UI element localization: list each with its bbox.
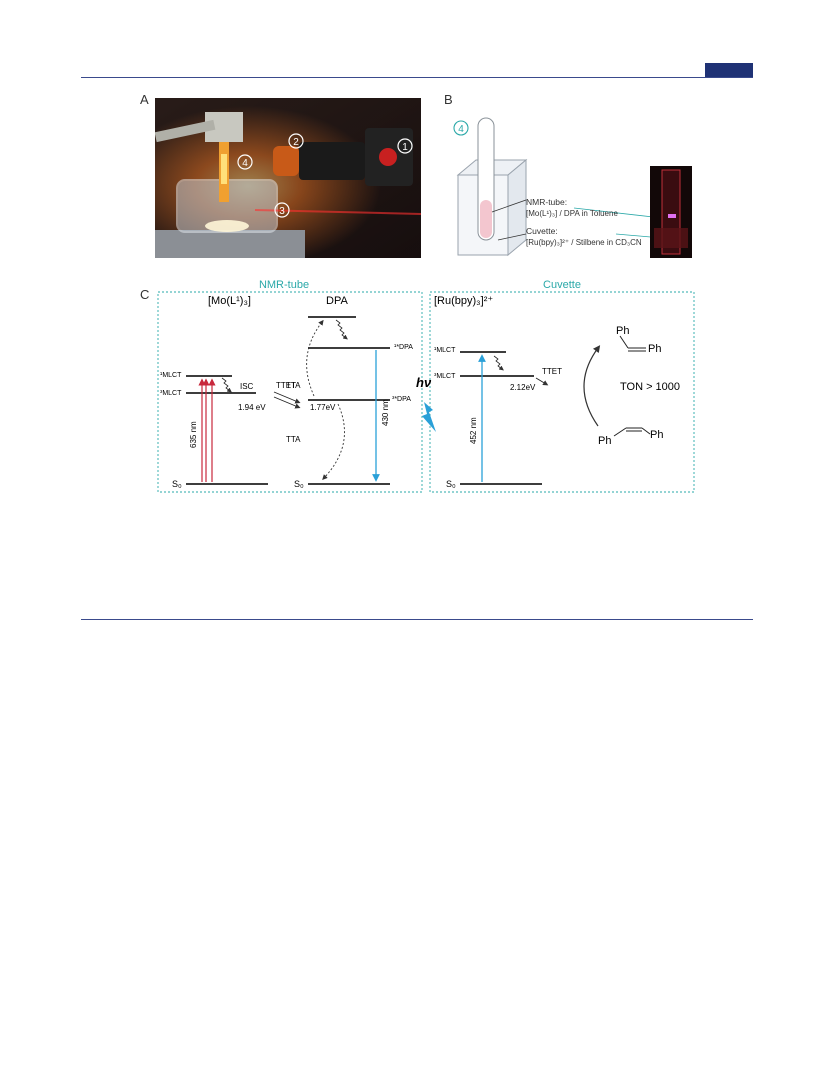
tta-up-arrow bbox=[306, 319, 324, 397]
ttet-left-text: TTET bbox=[276, 381, 296, 390]
ttet-right-arrow bbox=[535, 377, 549, 386]
tta-top-text: TTA bbox=[286, 381, 301, 390]
header-rule bbox=[81, 77, 753, 78]
tta-bottom-text: TTA bbox=[286, 435, 301, 444]
ru-squiggle bbox=[493, 355, 504, 371]
panel-b-marker: 4 bbox=[458, 124, 464, 135]
ru-complex-label: [Ru(bpy)₃]²⁺ bbox=[434, 295, 493, 307]
lightning-icon bbox=[422, 402, 436, 432]
dpa-triplet-text: ³*DPA bbox=[392, 396, 411, 403]
marker-3: 3 bbox=[279, 206, 285, 217]
ru-energy-text: 2.12eV bbox=[510, 383, 536, 392]
ton-text: TON > 1000 bbox=[620, 381, 680, 393]
dpa-energy-text: 1.77eV bbox=[310, 403, 336, 412]
photo-markers bbox=[237, 133, 413, 218]
marker-1: 1 bbox=[402, 142, 408, 153]
photo-setup: 1 2 3 4 bbox=[155, 98, 421, 258]
hv-text: hν bbox=[416, 375, 432, 390]
energy-diagram: NMR-tube Cuvette [Mo(L¹)₃] DPA [Ru(bpy)₃… bbox=[157, 279, 695, 493]
cis-stilbene-structure bbox=[619, 335, 646, 352]
ttet-left-arrow-1 bbox=[273, 391, 301, 404]
cuvette-box bbox=[429, 291, 695, 493]
header-accent-tab bbox=[705, 63, 753, 77]
dpa-squiggle bbox=[335, 319, 348, 340]
ttet-left-arrow-2 bbox=[273, 396, 301, 409]
wl-635-text: 635 nm bbox=[189, 421, 198, 448]
isomerization-arrow bbox=[583, 345, 601, 427]
photo-setup-image: 1 2 3 4 bbox=[155, 98, 421, 258]
panel-b-letter: B bbox=[444, 92, 453, 107]
cis-ph-2: Ph bbox=[648, 343, 661, 355]
mo-1mlct-text: ¹MLCT bbox=[160, 372, 182, 379]
panel-b-cuvette-diagram: 4 NMR-tube: [Mo(L¹)₃] / DPA in Toluene C… bbox=[453, 117, 692, 258]
section-nmr-tube: NMR-tube bbox=[259, 279, 309, 291]
cuvette-title: Cuvette: bbox=[526, 226, 558, 236]
mo-s0-text: S₀ bbox=[172, 479, 182, 489]
nmr-tube-desc: [Mo(L¹)₃] / DPA in Toluene bbox=[526, 209, 618, 218]
wl-452-text: 452 nm bbox=[469, 417, 478, 444]
trans-ph-1: Ph bbox=[598, 435, 611, 447]
ttet-right-text: TTET bbox=[542, 367, 562, 376]
wl-430-text: 430 nm bbox=[381, 399, 390, 426]
ru-3mlct-text: ³MLCT bbox=[434, 373, 456, 380]
trans-stilbene-structure bbox=[613, 427, 651, 437]
trans-ph-2: Ph bbox=[650, 429, 663, 441]
isc-text: ISC bbox=[240, 382, 254, 391]
panel-c-letter: C bbox=[140, 287, 150, 302]
isc-squiggle bbox=[221, 377, 232, 393]
marker-2: 2 bbox=[293, 137, 299, 148]
ru-1mlct-text: ¹MLCT bbox=[434, 347, 456, 354]
marker-4: 4 bbox=[242, 158, 248, 169]
footer-rule bbox=[81, 619, 753, 620]
dpa-singlet-text: ¹*DPA bbox=[394, 344, 413, 351]
mo-complex-label: [Mo(L¹)₃] bbox=[208, 295, 251, 307]
section-cuvette: Cuvette bbox=[543, 279, 581, 291]
dpa-label: DPA bbox=[326, 295, 348, 307]
mo-3mlct-text: ³MLCT bbox=[160, 390, 182, 397]
tta-down-arrow bbox=[322, 403, 345, 480]
mo-energy-text: 1.94 eV bbox=[238, 403, 266, 412]
nmr-tube-title: NMR-tube: bbox=[526, 197, 567, 207]
cis-ph-1: Ph bbox=[616, 325, 629, 337]
nmr-tube-box bbox=[157, 291, 423, 493]
ru-s0-text: S₀ bbox=[446, 479, 456, 489]
dpa-s0-text: S₀ bbox=[294, 479, 304, 489]
panel-a-letter: A bbox=[140, 92, 149, 107]
cuvette-desc: [Ru(bpy)₃]²⁺ / Stilbene in CD₃CN bbox=[526, 238, 642, 247]
